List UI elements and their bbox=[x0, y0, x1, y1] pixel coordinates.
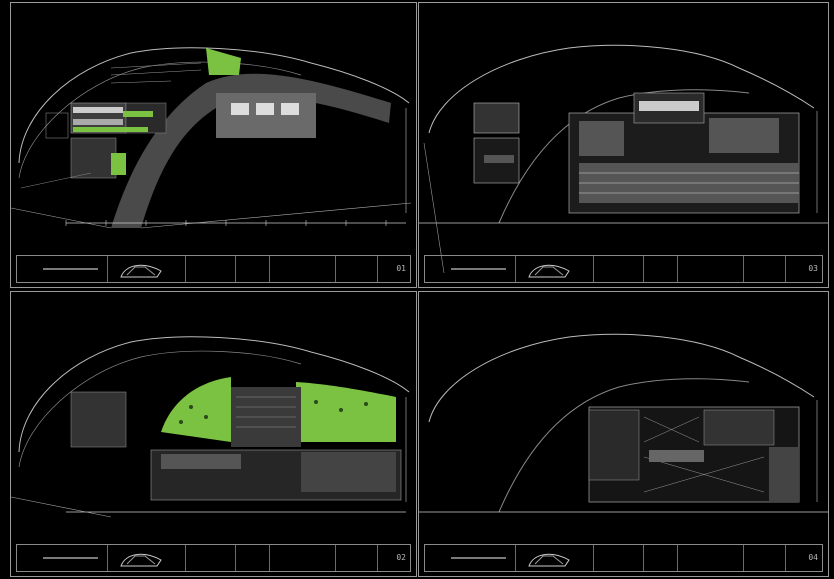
title-block: 02 bbox=[16, 544, 411, 572]
project-logo-icon bbox=[120, 264, 162, 278]
drawing-sheet-01[interactable]: 01 bbox=[10, 2, 417, 288]
drawing-sheet-02[interactable]: 02 bbox=[10, 291, 417, 577]
title-block: 01 bbox=[16, 255, 411, 283]
drawing-sheet-04[interactable]: 04 bbox=[418, 291, 829, 577]
project-logo-icon bbox=[528, 264, 570, 278]
drawing-sheet-03[interactable]: 03 bbox=[418, 2, 829, 288]
sheet-number: 03 bbox=[808, 264, 818, 273]
site-plan-ground-floor bbox=[11, 47, 412, 229]
first-floor-plan bbox=[419, 44, 828, 274]
project-logo-icon bbox=[528, 553, 570, 567]
project-logo-icon bbox=[120, 553, 162, 567]
title-block: 03 bbox=[424, 255, 823, 283]
sheet-number: 02 bbox=[396, 553, 406, 562]
landscape-plan bbox=[11, 336, 410, 518]
title-block: 04 bbox=[424, 544, 823, 572]
sheet-number: 04 bbox=[808, 553, 818, 562]
upper-floor-plan bbox=[419, 333, 828, 513]
sheet-number: 01 bbox=[396, 264, 406, 273]
